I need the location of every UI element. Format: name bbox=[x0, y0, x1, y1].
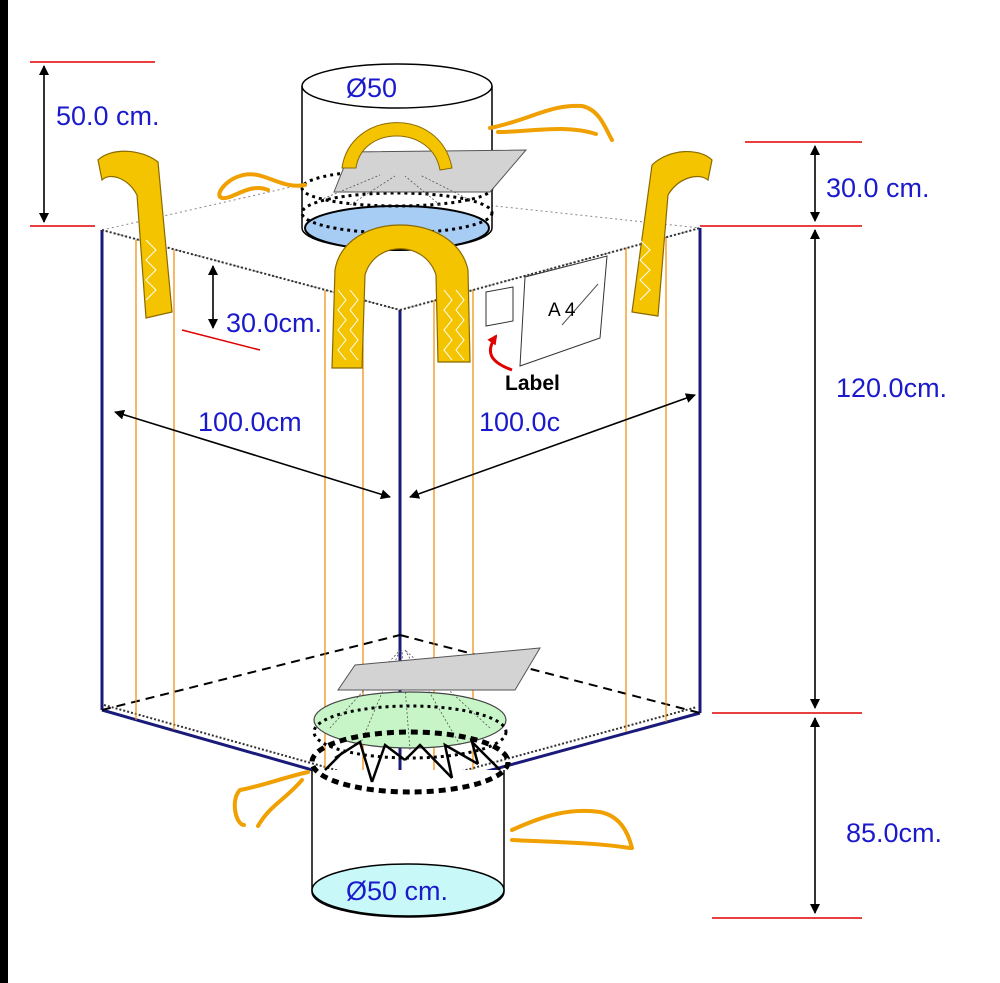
inlet-tie-lines bbox=[319, 174, 471, 206]
outlet-diameter-label: Ø50 cm. bbox=[346, 876, 448, 906]
document-pocket bbox=[519, 255, 608, 367]
label-tag bbox=[485, 286, 514, 327]
rope-outlet-right bbox=[510, 808, 634, 850]
dimension-lines bbox=[30, 61, 862, 919]
outlet-spout bbox=[309, 647, 541, 918]
outlet-opening bbox=[311, 863, 505, 917]
front-handle-loop bbox=[331, 224, 471, 369]
inlet-height-label: 50.0 cm. bbox=[56, 101, 160, 131]
right-loop-stitching bbox=[639, 239, 651, 301]
inlet-closure-flap bbox=[333, 149, 528, 193]
right-corner-loop bbox=[631, 150, 713, 317]
inlet-spout-rim bbox=[301, 63, 493, 109]
left-loop-stitching bbox=[145, 239, 157, 301]
loop-height-front-label: 30.0cm. bbox=[226, 308, 322, 338]
dim-arrow-width-right bbox=[409, 393, 696, 499]
pocket-slash bbox=[561, 283, 599, 326]
bag-bottom-stitch-right bbox=[399, 706, 698, 789]
bag-hidden-edge-right bbox=[399, 634, 701, 714]
loop-height-right-label: 30.0 cm. bbox=[826, 173, 930, 203]
inlet-handle-loop bbox=[341, 122, 453, 171]
document-size-text: A 4 bbox=[548, 300, 576, 321]
outlet-stitch-ring-outer bbox=[309, 729, 511, 795]
rope-inlet-left bbox=[217, 172, 307, 201]
inlet-spout bbox=[300, 63, 528, 251]
label-caption: Label bbox=[505, 372, 560, 395]
outlet-closure-flap bbox=[337, 647, 541, 691]
outlet-star-closure bbox=[324, 737, 501, 783]
front-loop-stitching bbox=[337, 289, 465, 361]
bag-hidden-edge-left bbox=[101, 634, 401, 711]
outlet-height-label: 85.0cm. bbox=[846, 818, 942, 848]
dim-arrow-width-left bbox=[114, 409, 391, 500]
rope-outlet-left bbox=[232, 770, 310, 828]
left-corner-loop bbox=[97, 150, 173, 319]
inlet-diameter-label: Ø50 bbox=[346, 73, 397, 103]
bag-height-label: 120.0cm. bbox=[836, 373, 947, 403]
width-right-label: 100.0c bbox=[479, 407, 560, 437]
label-pointer-arrow bbox=[487, 334, 513, 372]
outlet-stitch-ring bbox=[312, 704, 508, 760]
dim-tick-front-loop bbox=[181, 329, 261, 351]
width-left-label: 100.0cm bbox=[198, 407, 302, 437]
rope-inlet-right bbox=[488, 103, 614, 142]
label-pocket: A 4 Label bbox=[485, 255, 608, 395]
